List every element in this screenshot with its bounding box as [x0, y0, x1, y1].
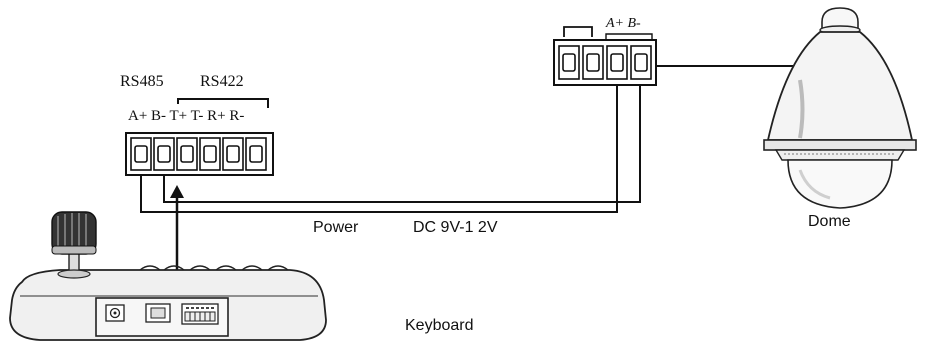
terminal-pin-labels: A+ B- T+ T- R+ R-	[128, 108, 244, 124]
network-port	[145, 303, 171, 323]
rs422-bracket	[177, 98, 269, 108]
keyboard-connection-arrow	[170, 185, 184, 278]
dome-power-bracket	[563, 26, 593, 37]
keyboard-controller	[9, 211, 327, 341]
dome-terminal-pin-labels: A+ B-	[605, 16, 641, 31]
wire-b-minus	[163, 85, 641, 203]
dome-terminal-slot-2	[582, 45, 604, 80]
dome-terminal-slot-b-minus	[630, 45, 652, 80]
terminal-slot-t-minus	[199, 137, 221, 171]
rs485-label: RS485	[120, 73, 164, 90]
dome-camera	[763, 7, 917, 209]
dc-power-jack	[105, 304, 125, 322]
dome-terminal-block	[553, 26, 657, 86]
dc-voltage-label: DC 9V-1 2V	[413, 219, 498, 236]
dome-label: Dome	[808, 213, 851, 230]
terminal-slot-r-minus	[245, 137, 267, 171]
dome-terminal-slot-a-plus	[606, 45, 628, 80]
joystick-knob	[51, 211, 97, 255]
wire-a-plus	[140, 85, 618, 213]
terminal-slot-t-plus	[176, 137, 198, 171]
terminal-slot-b-minus	[153, 137, 175, 171]
keyboard-label: Keyboard	[405, 317, 474, 334]
terminal-slot-r-plus	[222, 137, 244, 171]
dome-terminal-slot-1	[558, 45, 580, 80]
power-label: Power	[313, 219, 359, 236]
rs422-label: RS422	[200, 73, 244, 90]
terminal-slot-a-plus	[130, 137, 152, 171]
dome-rs485-bracket	[605, 33, 653, 39]
keyboard-terminal-block	[125, 98, 274, 176]
rs485-port	[181, 303, 219, 325]
